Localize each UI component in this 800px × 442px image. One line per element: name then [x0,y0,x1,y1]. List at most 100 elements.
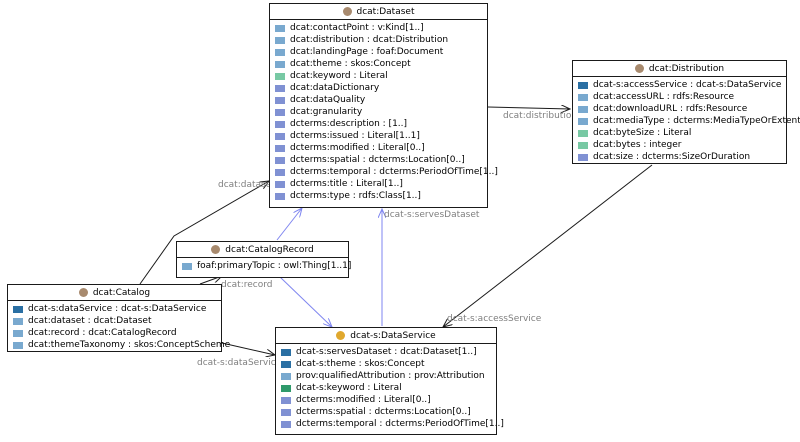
annotation-property-icon [275,156,285,164]
property-row[interactable]: foaf:primaryTopic : owl:Thing[1..1] [177,260,352,272]
object-ref-dark-property-icon [578,81,588,89]
object-ref-property-icon [13,329,23,337]
property-row[interactable]: dcat:mediaType : dcterms:MediaTypeOrExte… [573,115,800,127]
property-label: dcat:granularity [290,107,363,117]
property-row[interactable]: prov:qualifiedAttribution : prov:Attribu… [276,370,496,382]
property-row[interactable]: dcat:distribution : dcat:Distribution [270,34,487,46]
property-label: foaf:primaryTopic : owl:Thing[1..1] [197,261,352,271]
class-header[interactable]: dcat-s:DataService [276,328,496,344]
property-row[interactable]: dcat:landingPage : foaf:Document [270,46,487,58]
property-row[interactable]: dcat:granularity [270,106,487,118]
property-label: dcterms:modified : Literal[0..] [290,143,425,153]
property-row[interactable]: dcat:size : dcterms:SizeOrDuration [573,151,786,163]
class-icon [336,331,346,340]
property-row[interactable]: dcterms:modified : Literal[0..] [276,394,496,406]
class-properties: dcat:contactPoint : v:Kind[1..]dcat:dist… [270,20,498,206]
property-label: dcat:dataDictionary [290,83,380,93]
edge-label-access-service: dcat-s:accessService [447,314,542,324]
property-label: dcat-s:theme : skos:Concept [296,359,425,369]
annotation-property-icon [275,120,285,128]
property-row[interactable]: dcat:contactPoint : v:Kind[1..] [270,22,487,34]
property-label: dcterms:spatial : dcterms:Location[0..] [296,407,471,417]
property-label: dcat:dataset : dcat:Dataset [28,316,152,326]
property-row[interactable]: dcat-s:keyword : Literal [276,382,496,394]
class-header[interactable]: dcat:Catalog [8,285,221,301]
property-label: dcterms:spatial : dcterms:Location[0..] [290,155,465,165]
property-label: dcat:themeTaxonomy : skos:ConceptScheme [28,340,231,350]
property-row[interactable]: dcat:record : dcat:CatalogRecord [8,327,221,339]
property-label: dcat:mediaType : dcterms:MediaTypeOrExte… [593,116,800,126]
property-row[interactable]: dcterms:temporal : dcterms:PeriodOfTime[… [270,166,498,178]
literal-property-icon [578,141,588,149]
property-label: dcat:distribution : dcat:Distribution [290,35,449,45]
property-row[interactable]: dcat:dataDictionary [270,82,487,94]
annotation-property-icon [275,144,285,152]
property-row[interactable]: dcat:downloadURL : rdfs:Resource [573,103,786,115]
object-ref-property-icon [13,317,23,325]
property-label: dcat:byteSize : Literal [593,128,692,138]
property-label: dcterms:temporal : dcterms:PeriodOfTime[… [290,167,498,177]
property-row[interactable]: dcat:bytes : integer [573,139,786,151]
annotation-property-icon [281,420,291,428]
property-label: dcat:size : dcterms:SizeOrDuration [593,152,751,162]
property-row[interactable]: dcterms:title : Literal[1..] [270,178,487,190]
object-ref-property-icon [275,60,285,68]
class-header[interactable]: dcat:CatalogRecord [177,242,348,258]
class-properties: foaf:primaryTopic : owl:Thing[1..1] [177,258,352,276]
class-distribution[interactable]: dcat:Distribution dcat-s:accessService : … [572,60,800,164]
property-row[interactable]: dcat:dataset : dcat:Dataset [8,315,221,327]
property-label: dcat-s:dataService : dcat-s:DataService [28,304,207,314]
class-data-service[interactable]: dcat-s:DataService dcat-s:servesDataset :… [275,327,504,435]
class-header[interactable]: dcat:Dataset [270,4,487,20]
property-row[interactable]: dcat-s:accessService : dcat-s:DataServic… [573,79,786,91]
class-catalog-record[interactable]: dcat:CatalogRecord foaf:primaryTopic : ow… [176,241,352,278]
property-row[interactable]: dcat:byteSize : Literal [573,127,786,139]
class-name: dcat:Distribution [648,63,725,74]
property-label: dcat:bytes : integer [593,140,682,150]
edge-primary-topic-up [276,208,302,241]
property-row[interactable]: dcterms:spatial : dcterms:Location[0..] [270,154,487,166]
property-row[interactable]: dcterms:spatial : dcterms:Location[0..] [276,406,496,418]
edge-access-service [443,164,653,327]
object-ref-property-icon [578,93,588,101]
property-label: dcterms:title : Literal[1..] [290,179,403,189]
property-label: dcat:downloadURL : rdfs:Resource [593,104,748,114]
property-row[interactable]: dcterms:type : rdfs:Class[1..] [270,190,487,202]
edge-data-service [221,342,275,355]
edge-label-record: dcat:record [221,280,273,290]
class-catalog[interactable]: dcat:Catalog dcat-s:dataService : dcat-s:… [7,284,230,352]
property-row[interactable]: dcterms:description : [1..] [270,118,487,130]
annotation-property-icon [275,96,285,104]
edge-distribution [487,107,570,109]
property-row[interactable]: dcat-s:servesDataset : dcat:Dataset[1..] [276,346,496,358]
property-row[interactable]: dcat:dataQuality [270,94,487,106]
class-name: dcat:Dataset [356,6,415,17]
annotation-property-icon [275,84,285,92]
annotation-property-icon [275,108,285,116]
property-row[interactable]: dcat:themeTaxonomy : skos:ConceptScheme [8,339,230,351]
object-ref-property-icon [182,262,192,270]
property-label: dcat:dataQuality [290,95,366,105]
property-row[interactable]: dcat-s:dataService : dcat-s:DataService [8,303,221,315]
edge-label-distribution: dcat:distribution [503,111,578,121]
property-row[interactable]: dcat:theme : skos:Concept [270,58,487,70]
property-row[interactable]: dcterms:issued : Literal[1..1] [270,130,487,142]
property-row[interactable]: dcterms:temporal : dcterms:PeriodOfTime[… [276,418,504,430]
edge-label-serves-dataset: dcat-s:servesDataset [384,210,480,220]
annotation-property-icon [578,153,588,161]
property-label: dcat:landingPage : foaf:Document [290,47,444,57]
property-label: dcat-s:accessService : dcat-s:DataServic… [593,80,782,90]
class-dataset[interactable]: dcat:Dataset dcat:contactPoint : v:Kind[1… [269,3,498,208]
property-row[interactable]: dcat-s:theme : skos:Concept [276,358,496,370]
class-header[interactable]: dcat:Distribution [573,61,786,77]
property-label: dcat-s:servesDataset : dcat:Dataset[1..] [296,347,477,357]
class-icon [211,245,221,254]
property-row[interactable]: dcat:accessURL : rdfs:Resource [573,91,786,103]
property-label: dcterms:description : [1..] [290,119,408,129]
property-row[interactable]: dcat:keyword : Literal [270,70,487,82]
literal-property-icon [578,129,588,137]
property-row[interactable]: dcterms:modified : Literal[0..] [270,142,487,154]
property-label: dcterms:type : rdfs:Class[1..] [290,191,421,201]
object-ref-property-icon [275,36,285,44]
property-label: dcat:record : dcat:CatalogRecord [28,328,177,338]
